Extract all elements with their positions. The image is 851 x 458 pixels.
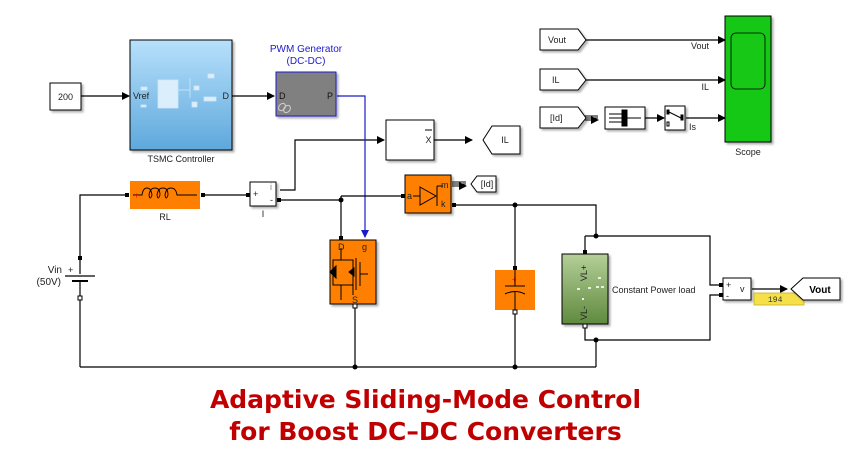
signal-wires bbox=[81, 36, 788, 293]
selector-icon bbox=[609, 109, 641, 127]
current-port-plus: + bbox=[253, 189, 258, 199]
from-id-tag[interactable]: [Id] bbox=[539, 106, 587, 129]
goto-vout-label: Vout bbox=[809, 285, 831, 296]
diode-port-m: m bbox=[441, 180, 449, 190]
inductor-icon bbox=[133, 187, 197, 199]
source-value: (50V) bbox=[37, 277, 61, 288]
diagram-title-line2: for Boost DC–DC Converters bbox=[229, 417, 622, 446]
from-il-tag[interactable]: IL bbox=[539, 68, 587, 91]
signal-label-is: Is bbox=[689, 122, 697, 132]
mosfet-icon bbox=[329, 248, 368, 300]
pwm-label-line2: (DC-DC) bbox=[287, 56, 326, 67]
diode-icon bbox=[413, 185, 443, 206]
constant-power-load-block[interactable]: VL+ VL- Constant Power load bbox=[561, 250, 696, 329]
current-measurement-block[interactable]: + i - I bbox=[246, 181, 281, 219]
pwm-port-d: D bbox=[279, 91, 286, 101]
diode-port-k: k bbox=[441, 199, 446, 209]
abs-block[interactable]: X bbox=[385, 119, 435, 161]
voltage-port-plus: + bbox=[726, 280, 731, 290]
tsmc-controller-label: TSMC Controller bbox=[147, 154, 214, 164]
mosfet-block[interactable]: D g S bbox=[329, 236, 377, 309]
dc-voltage-source[interactable]: + Vin (50V) bbox=[37, 256, 95, 301]
inductor-label: RL bbox=[159, 212, 171, 222]
from-vout-label: Vout bbox=[548, 35, 567, 45]
goto-il-label: IL bbox=[501, 135, 509, 145]
source-name: Vin bbox=[48, 265, 62, 276]
cpl-preview-icon bbox=[577, 277, 604, 300]
goto-vout-tag[interactable]: Vout bbox=[790, 277, 841, 301]
subsystem-preview-icon bbox=[140, 73, 217, 109]
library-link-icon bbox=[278, 102, 291, 114]
from-il-label: IL bbox=[552, 75, 560, 85]
capacitor-icon bbox=[504, 270, 526, 310]
scope-label: Scope bbox=[735, 147, 761, 157]
bus-wires bbox=[452, 115, 599, 190]
physical-wires bbox=[79, 194, 722, 368]
scope-screen-icon bbox=[730, 32, 766, 90]
inductor-block[interactable]: + RL bbox=[125, 181, 205, 222]
diode-block[interactable]: a m k bbox=[401, 174, 456, 214]
tsmc-controller-block[interactable]: Vref D TSMC Controller bbox=[129, 39, 233, 164]
value-display[interactable]: 194 bbox=[753, 292, 805, 306]
cpl-port-vl-minus: VL- bbox=[579, 306, 589, 320]
selector-block[interactable] bbox=[604, 106, 646, 130]
svg-text:+: + bbox=[512, 275, 517, 284]
capacitor-block[interactable]: + bbox=[495, 266, 535, 315]
goto-id-label: [Id] bbox=[481, 179, 494, 189]
wire-junctions bbox=[338, 197, 599, 370]
diode-port-a: a bbox=[407, 191, 412, 201]
wire-current-to-abs[interactable] bbox=[280, 136, 385, 191]
tsmc-port-d: D bbox=[223, 91, 230, 101]
goto-id-tag[interactable]: [Id] bbox=[470, 175, 497, 193]
diagram-title-line1: Adaptive Sliding-Mode Control bbox=[209, 385, 642, 414]
signal-label-il: IL bbox=[701, 82, 709, 92]
current-port-minus: - bbox=[270, 195, 273, 205]
pwm-label-line1: PWM Generator bbox=[270, 44, 343, 55]
voltage-port-v: v bbox=[740, 284, 745, 294]
current-measurement-label: I bbox=[262, 209, 265, 219]
pwm-generator-block[interactable]: PWM Generator (DC-DC) D P bbox=[270, 44, 343, 117]
signal-label-vout: Vout bbox=[691, 41, 710, 51]
cpl-port-vl-plus: VL+ bbox=[579, 265, 589, 281]
switch-block[interactable] bbox=[664, 105, 686, 131]
mosfet-port-g: g bbox=[362, 242, 367, 252]
from-vout-tag[interactable]: Vout bbox=[539, 28, 587, 51]
source-plus: + bbox=[68, 265, 73, 275]
goto-il-tag[interactable]: IL bbox=[482, 125, 521, 155]
switch-icon bbox=[666, 109, 684, 127]
voltage-measurement-block[interactable]: + - v bbox=[719, 277, 752, 301]
tsmc-port-vref: Vref bbox=[133, 91, 150, 101]
svg-text:+: + bbox=[134, 191, 139, 200]
current-port-i: i bbox=[270, 182, 272, 192]
wire-pwm-to-gate[interactable] bbox=[337, 95, 369, 238]
mosfet-port-d: D bbox=[338, 242, 345, 252]
pwm-port-p: P bbox=[327, 91, 333, 101]
value-display-text: 194 bbox=[768, 296, 783, 305]
scope-block[interactable]: Scope bbox=[724, 15, 772, 157]
abs-symbol: X bbox=[425, 135, 431, 145]
cpl-label: Constant Power load bbox=[612, 285, 696, 295]
constant-block[interactable]: 200 bbox=[49, 82, 82, 111]
voltage-port-minus: - bbox=[726, 291, 729, 301]
from-id-label: [Id] bbox=[550, 113, 563, 123]
constant-value: 200 bbox=[58, 92, 73, 102]
mosfet-port-s: S bbox=[352, 295, 358, 305]
